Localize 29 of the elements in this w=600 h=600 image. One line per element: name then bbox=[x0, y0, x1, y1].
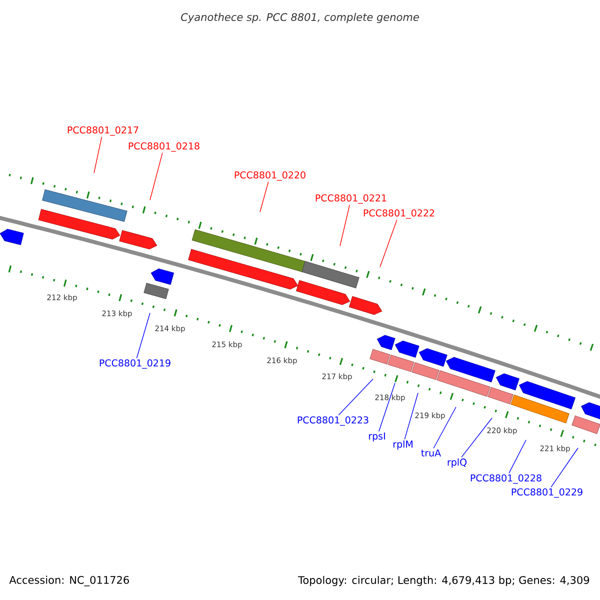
gene-label: PCC8801_0218 bbox=[128, 142, 200, 152]
gene-label: PCC8801_0228 bbox=[470, 474, 542, 484]
leader-line bbox=[94, 136, 102, 174]
leader-line bbox=[150, 152, 163, 200]
gene-label: PCC8801_0217 bbox=[68, 126, 138, 136]
gene-label: PCC8801_0229 bbox=[512, 488, 582, 498]
gene-label: rplQ bbox=[448, 458, 466, 468]
leader-line bbox=[378, 382, 396, 432]
leader-line bbox=[404, 392, 418, 440]
genome-info-text: Topology: circular; Length: 4,679,413 bp; Genes: 4,309 bbox=[298, 576, 590, 586]
leader-line bbox=[136, 312, 150, 358]
gene-label: PCC8801_0221 bbox=[316, 194, 386, 204]
gene-label: PCC8801_0219 bbox=[100, 359, 170, 369]
gene-label: rpsI bbox=[369, 432, 385, 442]
leader-line bbox=[433, 406, 456, 449]
accession-text: Accession: NC_011726 bbox=[9, 576, 129, 586]
leader-line bbox=[461, 418, 492, 458]
gene-label: truA bbox=[421, 449, 441, 457]
leader-line bbox=[338, 378, 374, 416]
leader-line bbox=[380, 220, 398, 268]
leader-line bbox=[260, 182, 269, 212]
leader-line bbox=[550, 448, 578, 488]
gene-label: PCC8801_0222 bbox=[364, 209, 434, 219]
gene-label: rplM bbox=[393, 440, 412, 450]
title: Cyanothece sp. PCC 8801, complete genome bbox=[181, 12, 419, 24]
gene-label: PCC8801_0220 bbox=[234, 171, 306, 181]
leader-line bbox=[340, 204, 350, 246]
leader-line bbox=[508, 440, 526, 474]
gene-label: PCC8801_0223 bbox=[298, 416, 368, 426]
